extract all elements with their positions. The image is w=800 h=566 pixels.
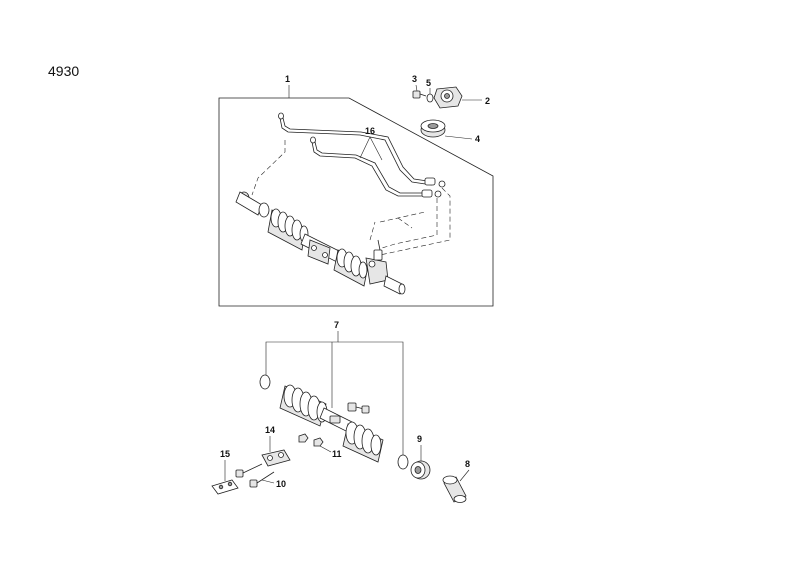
part-9-bushing <box>410 460 431 480</box>
callout-2: 2 <box>485 96 490 106</box>
callout-4: 4 <box>475 134 480 144</box>
callout-8: 8 <box>465 459 470 469</box>
leader-7a <box>265 331 339 376</box>
callout-5: 5 <box>426 78 431 88</box>
callout-14: 14 <box>265 425 275 435</box>
callout-1: 1 <box>285 74 290 84</box>
callout-11: 11 <box>332 449 342 459</box>
part-2-valve-housing <box>433 86 463 109</box>
part-14-bracket <box>261 449 291 467</box>
leader-11 <box>319 445 332 453</box>
leader-8 <box>459 469 470 482</box>
part-3-bolt <box>412 90 427 99</box>
leader-16a <box>359 136 371 159</box>
callout-9: 9 <box>417 434 422 444</box>
part-4-seal-cap <box>420 119 446 138</box>
part-10-bolts <box>235 463 275 488</box>
steering-rack-assembly <box>235 191 406 295</box>
callout-16: 16 <box>365 126 375 136</box>
snap-ring-right <box>397 454 409 470</box>
leader-10 <box>261 479 275 484</box>
part-11-nuts <box>298 433 324 447</box>
callout-7: 7 <box>334 320 339 330</box>
callout-10: 10 <box>276 479 286 489</box>
assembly-guide-lines <box>251 140 451 256</box>
assembly-boundary-outline <box>218 97 494 307</box>
mount-bolts-upper <box>347 402 370 414</box>
part-15-plate <box>211 479 239 495</box>
leader-3 <box>415 84 418 92</box>
hydraulic-pipes <box>278 112 446 198</box>
callout-15: 15 <box>220 449 230 459</box>
part-8-end-sleeve <box>442 475 467 503</box>
leader-7b <box>338 341 404 455</box>
leader-16b <box>369 136 383 161</box>
page-number: 4930 <box>48 63 79 79</box>
leader-4 <box>444 135 473 140</box>
part-5-o-ring <box>426 93 434 103</box>
part-7-rack-and-boots <box>279 384 384 463</box>
snap-ring-left <box>259 374 271 390</box>
callout-3: 3 <box>412 74 417 84</box>
